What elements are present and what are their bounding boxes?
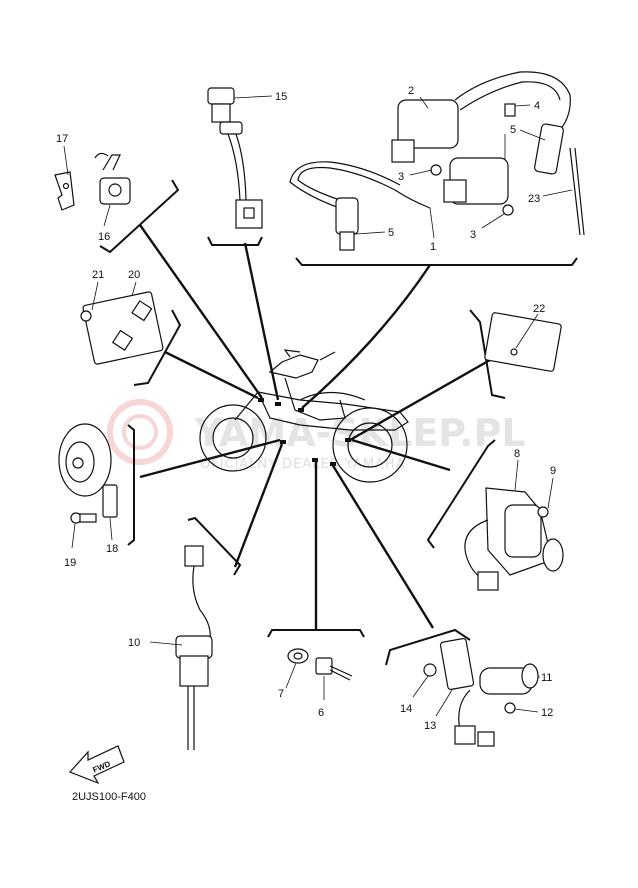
forward-arrow-icon: FWD <box>68 745 125 785</box>
callout-19: 19 <box>64 557 76 569</box>
callout-15: 15 <box>275 91 287 103</box>
bracket-main-switch <box>426 439 496 549</box>
bracket-neutral-switch <box>187 516 242 576</box>
watermark-subtitle: OFICJALNY DEALER YAMAHA <box>200 457 406 472</box>
horn <box>58 423 118 524</box>
callout-14: 14 <box>400 703 412 715</box>
bracket-starter-relay <box>385 628 471 666</box>
sidestand-switch <box>94 152 131 205</box>
bracket-ignition-coil <box>295 257 578 266</box>
callout-10: 10 <box>128 637 140 649</box>
callout-12: 12 <box>541 707 553 719</box>
callout-18: 18 <box>106 543 118 555</box>
callout-20: 20 <box>128 269 140 281</box>
starter-relay <box>423 637 539 747</box>
callouts: 17 16 15 2 4 5 3 23 5 3 1 21 20 22 8 9 <box>56 85 573 732</box>
diagram-code: 2UJS100-F400 <box>72 791 146 803</box>
connector-lines <box>139 224 491 630</box>
sidestand-clip <box>54 171 75 211</box>
callout-17: 17 <box>56 133 68 145</box>
ignition-coil-assembly <box>289 71 585 251</box>
callout-2: 2 <box>408 85 414 97</box>
rear-reflector <box>484 312 562 372</box>
callout-16: 16 <box>98 231 110 243</box>
neutral-switch <box>175 545 213 750</box>
callout-5-bottom: 5 <box>388 227 394 239</box>
callout-9: 9 <box>550 465 556 477</box>
main-switch <box>464 487 564 591</box>
callout-21: 21 <box>92 269 104 281</box>
callout-11: 11 <box>541 672 552 684</box>
callout-5-top: 5 <box>510 124 516 136</box>
callout-13: 13 <box>424 720 436 732</box>
callout-7: 7 <box>278 688 284 700</box>
callout-3-right: 3 <box>470 229 476 241</box>
front-reflector <box>80 291 164 365</box>
callout-6: 6 <box>318 707 324 719</box>
bracket-sidestand <box>99 179 180 254</box>
callout-23: 23 <box>528 193 540 205</box>
callout-22: 22 <box>533 303 545 315</box>
brake-light-switch <box>207 87 263 229</box>
callout-8: 8 <box>514 448 520 460</box>
bolt-and-washer <box>287 648 353 681</box>
bracket-horn <box>127 424 135 546</box>
callout-4: 4 <box>534 100 540 112</box>
callout-1: 1 <box>430 241 436 253</box>
bracket-bolt <box>267 629 365 638</box>
callout-3-left: 3 <box>398 171 404 183</box>
motorcycle-outline <box>199 349 409 483</box>
bracket-brake-switch <box>207 236 263 246</box>
bracket-reflector <box>133 309 182 386</box>
